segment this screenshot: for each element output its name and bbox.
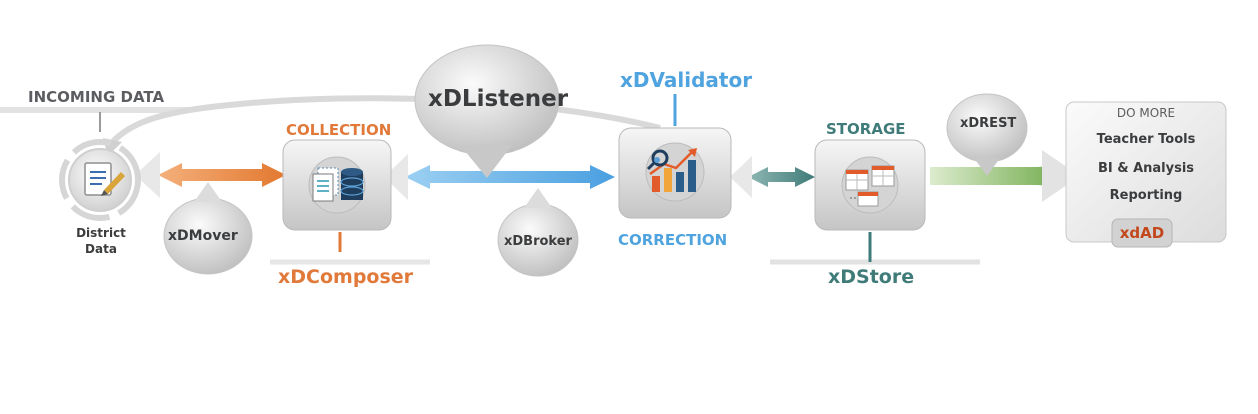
documents-database-icon [312, 167, 364, 202]
xdrest-label: xDREST [960, 116, 1017, 131]
correction-label: CORRECTION [618, 231, 728, 249]
xdrest-arrow [930, 150, 1080, 202]
magnifier-chart-icon [646, 148, 697, 192]
xdlistener-label: xDListener [428, 86, 569, 112]
do-more-panel [1065, 101, 1227, 248]
correction-box [618, 127, 732, 219]
xdbroker-arrow [384, 154, 615, 200]
xdvalidator-label: xDValidator [620, 68, 753, 92]
xdbroker-label: xDBroker [504, 234, 572, 249]
xdmover-label: xDMover [168, 228, 238, 244]
collection-box [282, 139, 392, 231]
do-more-item-bi-analysis: BI & Analysis [1097, 161, 1195, 176]
xdstore-label: xDStore [828, 266, 915, 288]
shadow-lines [0, 107, 980, 265]
district-data-label-line2: Data [85, 242, 117, 256]
xdlistener-bubble [414, 44, 560, 178]
xdcomposer-label: xDComposer [278, 266, 414, 288]
storage-label: STORAGE [826, 120, 906, 138]
incoming-data-label: INCOMING DATA [28, 88, 165, 106]
do-more-item-teacher-tools: Teacher Tools [1096, 132, 1196, 147]
collection-label: COLLECTION [286, 121, 392, 139]
storage-box [814, 139, 926, 231]
xdad-label: xdAD [1119, 224, 1165, 242]
district-data-node [59, 139, 141, 221]
xdmover-bubble [163, 182, 253, 275]
document-pen-icon [84, 162, 125, 196]
xdstore-arrow [730, 156, 815, 198]
district-data-label-line1: District [76, 226, 126, 240]
do-more-label: DO MORE [1116, 106, 1176, 120]
xdbroker-bubble [497, 188, 579, 277]
xdrest-bubble [946, 93, 1028, 176]
listener-return-arc [107, 95, 661, 147]
tables-storage-icon [845, 165, 895, 207]
xdmover-arrow [135, 152, 286, 198]
do-more-item-reporting: Reporting [1109, 188, 1183, 203]
